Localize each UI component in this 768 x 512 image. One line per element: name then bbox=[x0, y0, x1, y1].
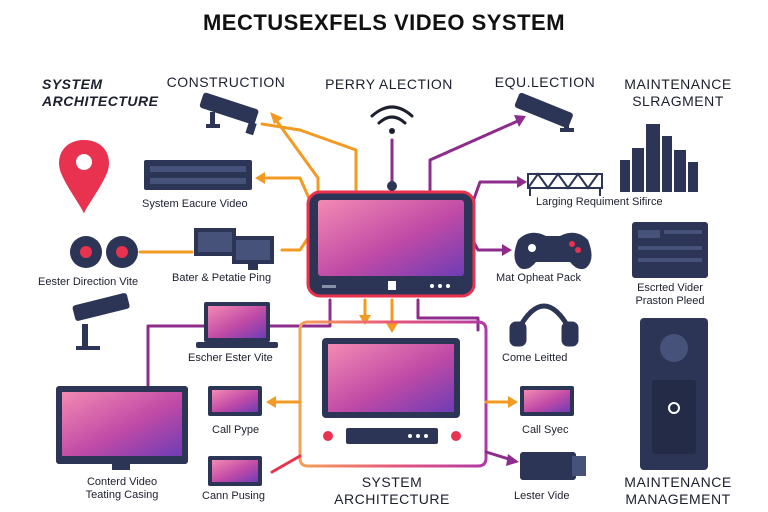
monitor-icon bbox=[208, 456, 262, 486]
large-tv-icon bbox=[56, 386, 188, 470]
label-contered-video: Conterd Video Teating Casing bbox=[85, 476, 159, 501]
monitor-icon bbox=[520, 386, 574, 416]
gamepad-icon bbox=[514, 232, 592, 270]
dvr-device-icon bbox=[632, 222, 708, 278]
header-system-architecture: SYSTEM ARCHITECTURE bbox=[42, 76, 159, 110]
label-ester-direction-vite: Eester Direction Vite bbox=[38, 276, 139, 288]
connector-perry bbox=[260, 122, 358, 194]
header-system-architecture-bottom: SYSTEM ARCHITECTURE bbox=[334, 474, 450, 507]
set-top-box-icon bbox=[346, 428, 438, 444]
header-maintenance-management: MAINTENANCE MANAGEMENT bbox=[624, 474, 732, 507]
location-pin-icon bbox=[59, 140, 109, 214]
header-maintenance-slragment: MAINTENANCE SLRAGMENT bbox=[624, 76, 732, 109]
monitor-icon bbox=[208, 386, 262, 416]
label-escrted-vider: Escrted Vider Praston Pleed bbox=[635, 282, 705, 307]
label-call-pype: Call Pype bbox=[212, 424, 260, 436]
tv-monitor bbox=[322, 338, 460, 418]
connector-cann bbox=[270, 454, 302, 474]
connector-lower-hub bbox=[298, 320, 488, 468]
security-camera-icon bbox=[514, 92, 574, 132]
server-tower-icon bbox=[640, 318, 708, 470]
connector-truss bbox=[468, 180, 522, 212]
label-cann-pusing: Cann Pusing bbox=[202, 490, 265, 502]
security-camera-icon bbox=[199, 92, 259, 136]
label-bater-petatie-ping: Bater & Petatie Ping bbox=[172, 272, 272, 284]
label-lester-vide: Lester Vide bbox=[514, 490, 570, 502]
label-system-eacure-video: System Eacure Video bbox=[142, 198, 248, 210]
page-title: MECTUSEXFELS VIDEO SYSTEM bbox=[202, 10, 566, 35]
label-call-syec: Call Syec bbox=[522, 424, 569, 436]
rack-device-icon bbox=[144, 160, 252, 190]
security-camera-icon bbox=[72, 293, 130, 350]
connector-eacure bbox=[260, 176, 314, 207]
hub-node bbox=[451, 431, 461, 441]
hub-node bbox=[323, 431, 333, 441]
speakers-icon bbox=[70, 236, 138, 268]
label-mat-opheat-pack: Mat Opheat Pack bbox=[496, 272, 581, 284]
dual-monitor-icon bbox=[194, 228, 274, 270]
label-escher-ester-vite: Escher Ester Vite bbox=[188, 352, 273, 364]
laptop-icon bbox=[196, 302, 278, 348]
projector-icon bbox=[520, 452, 586, 480]
headphones-icon bbox=[509, 303, 579, 347]
wifi-icon bbox=[370, 105, 414, 134]
label-come-letted: Come Leitted bbox=[502, 352, 568, 364]
connector-center-3 bbox=[416, 298, 480, 332]
city-buildings-icon bbox=[620, 124, 698, 192]
connector-construction bbox=[274, 118, 320, 194]
header-construction: CONSTRUCTION bbox=[166, 74, 286, 90]
connector-equ bbox=[428, 118, 522, 194]
label-larging-requirment: Larging Requiment Sifirce bbox=[536, 196, 663, 208]
header-line: SYSTEM ARCHITECTURE bbox=[42, 76, 159, 109]
header-equ-lection: EQU.LECTION bbox=[494, 74, 596, 90]
central-monitor bbox=[306, 181, 476, 298]
truss-icon bbox=[527, 172, 603, 196]
header-perry-alection: PERRY ALECTION bbox=[325, 76, 453, 92]
